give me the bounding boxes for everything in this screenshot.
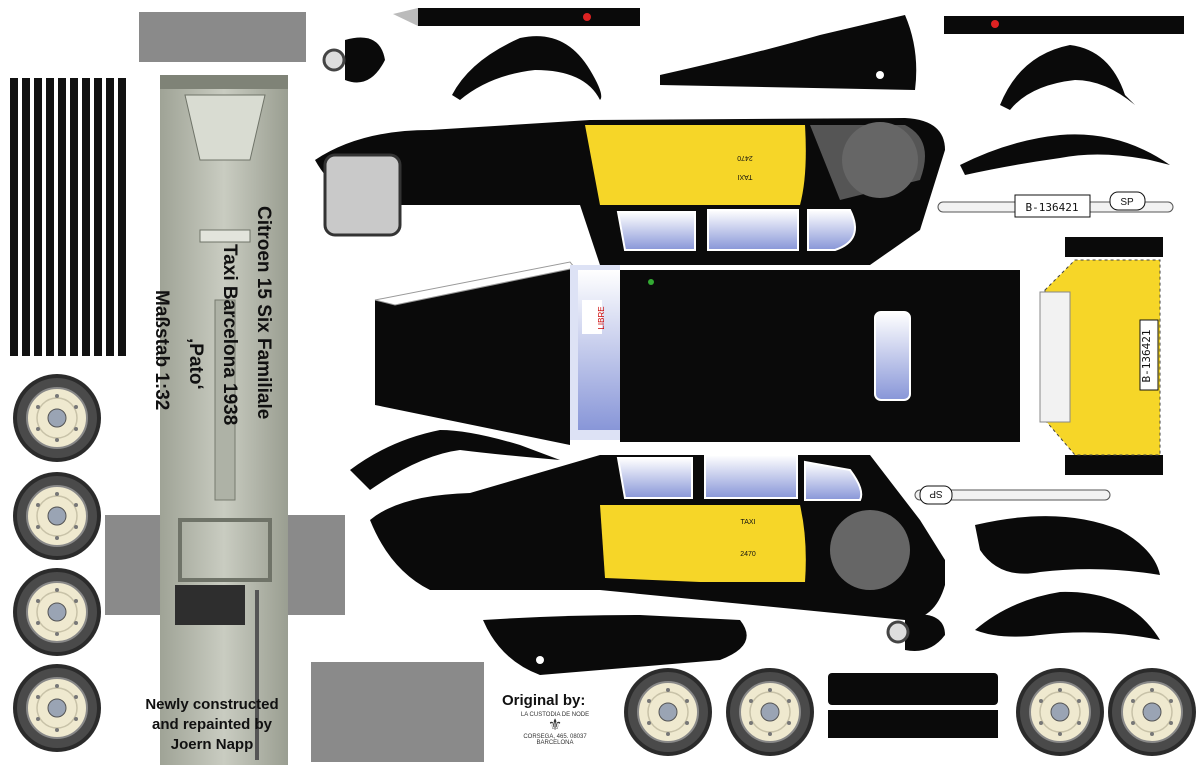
fender-left-mid bbox=[350, 430, 560, 490]
fender-top-left bbox=[452, 36, 602, 100]
fender-right-2 bbox=[975, 516, 1160, 575]
credit-line-3: Joern Napp bbox=[170, 736, 254, 753]
plate-bumper: B-136421 bbox=[1026, 201, 1079, 214]
country-badge-top: SP bbox=[1120, 197, 1134, 208]
wheel-1 bbox=[12, 373, 102, 463]
panel-bottom-black-2 bbox=[828, 710, 998, 738]
wheel-7 bbox=[1015, 667, 1105, 757]
trunk-panel bbox=[1039, 237, 1163, 475]
libre-sign: LIBRE bbox=[597, 306, 606, 329]
grey-panel-top bbox=[139, 12, 306, 62]
credit-line-2: and repainted by bbox=[151, 716, 273, 733]
wheel-8 bbox=[1107, 667, 1197, 757]
panel-bottom-black bbox=[828, 673, 998, 705]
fender-right-3 bbox=[975, 591, 1160, 640]
publisher-stamp: LA CUSTODIA DE NODE ⚜ CORSEGA, 465. 0803… bbox=[515, 712, 595, 757]
running-board-top-right bbox=[944, 16, 1184, 34]
plate-trunk: B-136421 bbox=[1140, 330, 1153, 383]
grey-tab-left bbox=[105, 515, 160, 615]
taxi-label-top: TAXI bbox=[737, 173, 752, 180]
scale-line: Maßstab 1:32 bbox=[151, 290, 172, 411]
fender-right-1 bbox=[960, 134, 1170, 175]
grey-panel-bottom bbox=[311, 662, 484, 762]
running-board-top-left bbox=[393, 8, 640, 26]
title-line-3: ‚Pato‘ bbox=[185, 338, 206, 390]
title-line-2: Taxi Barcelona 1938 bbox=[219, 244, 240, 426]
taxi-label-bottom: TAXI bbox=[740, 519, 755, 526]
wheel-5 bbox=[623, 667, 713, 757]
car-side-bottom: TAXI 2470 bbox=[370, 454, 945, 620]
wheel-6 bbox=[725, 667, 815, 757]
credit-block: Newly constructed and repainted by Joern… bbox=[112, 695, 312, 755]
chassis-floor bbox=[160, 75, 288, 765]
headlight-top bbox=[322, 37, 385, 83]
fender-top-center bbox=[660, 15, 917, 90]
grey-tab-right bbox=[288, 515, 345, 615]
stripe-strip bbox=[8, 78, 133, 356]
country-badge-bottom: SP bbox=[929, 488, 943, 499]
credit-line-1: Newly constructed bbox=[145, 696, 279, 713]
fender-top-right bbox=[1000, 45, 1135, 110]
headlight-bottom bbox=[886, 614, 945, 651]
taxi-number-top: 2470 bbox=[737, 154, 753, 161]
car-side-top: TAXI 2470 bbox=[315, 118, 945, 265]
stamp-bottom-text: CORSEGA, 465. 08037 BARCELONA bbox=[523, 734, 587, 746]
taxi-number-bottom: 2470 bbox=[740, 551, 756, 558]
bumper-bottom bbox=[914, 485, 1111, 505]
title-block: Citroen 15 Six Familiale Taxi Barcelona … bbox=[150, 200, 300, 530]
original-label: Original by: bbox=[502, 692, 586, 709]
fender-bottom-center bbox=[483, 615, 747, 675]
grille-top bbox=[323, 153, 402, 237]
wheel-2 bbox=[12, 471, 102, 561]
title-line-1: Citroen 15 Six Familiale bbox=[253, 206, 274, 420]
car-body-center: LIBRE bbox=[374, 261, 1020, 445]
wheel-4 bbox=[12, 663, 102, 753]
wheel-3 bbox=[12, 567, 102, 657]
stamp-top-text: LA CUSTODIA DE NODE bbox=[520, 712, 590, 718]
bumper-top bbox=[937, 191, 1174, 218]
